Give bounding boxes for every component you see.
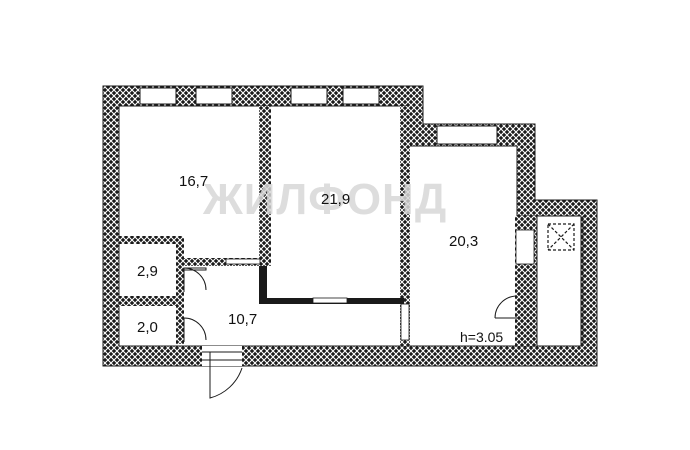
wall-room2-left-lower [259,266,267,304]
door-bath [183,267,207,292]
balcony-area [536,215,582,347]
doors [183,267,518,399]
corridor-area: 10,7 [228,311,257,328]
ventilation-icon [547,223,575,251]
wall-bath-right [176,238,184,344]
openings [225,229,535,341]
opening-balcony [515,229,535,265]
room-2-area: 21,9 [321,191,350,208]
balcony [536,215,584,347]
window-1 [139,87,177,105]
opening-room1 [225,258,261,265]
door-room3 [494,295,518,319]
bath-area: 2,9 [137,263,158,280]
wall-room1-bottom-2 [180,258,266,266]
watermark: ЖИЛФОНД [202,175,447,224]
window-3 [290,87,328,105]
door-toilet [183,317,207,342]
room-1-area: 16,7 [179,173,208,190]
opening-room2 [312,297,348,304]
toilet-area: 2,0 [137,319,158,336]
ceiling-height: h=3.05 [460,329,503,345]
window-5 [436,125,498,145]
door-entrance [202,346,243,399]
wall-room1-bottom [119,236,183,244]
windows [139,87,498,145]
window-2 [195,87,233,105]
opening-room3 [400,303,410,341]
wall-bath-toilet [119,296,181,306]
wall-room1-room2 [259,106,271,266]
room-3-area: 20,3 [449,233,478,250]
window-4 [342,87,380,105]
wall-room2-room3 [400,106,410,346]
